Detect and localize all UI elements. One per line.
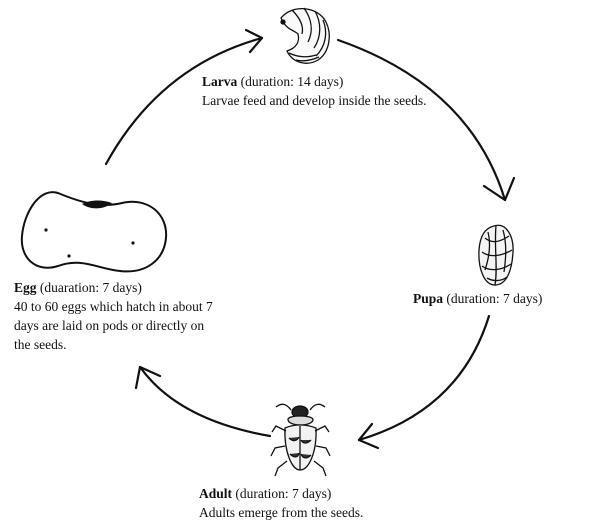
- egg-duration: (duaration: 7 days): [40, 280, 142, 295]
- adult-name: Adult: [199, 486, 232, 501]
- larva-illustration: [281, 8, 329, 63]
- adult-duration: (duration: 7 days): [235, 486, 331, 501]
- egg-description: 40 to 60 eggs which hatch in about 7 day…: [14, 299, 213, 352]
- pupa-duration: (duration: 7 days): [446, 291, 542, 306]
- adult-beetle-illustration: [271, 404, 330, 476]
- pupa-label: Pupa (duration: 7 days): [413, 289, 589, 308]
- arrow-pupa-to-adult: [359, 316, 489, 448]
- arrow-adult-to-egg: [136, 367, 270, 436]
- larva-duration: (duration: 14 days): [241, 74, 344, 89]
- egg-name: Egg: [14, 280, 37, 295]
- bean-egg-illustration: [22, 192, 166, 271]
- arrow-larva-to-pupa: [338, 40, 514, 200]
- pupa-illustration: [479, 225, 513, 285]
- adult-description: Adults emerge from the seeds.: [199, 505, 363, 520]
- pupa-name: Pupa: [413, 291, 443, 306]
- egg-label: Egg (duaration: 7 days) 40 to 60 eggs wh…: [14, 278, 214, 354]
- larva-name: Larva: [202, 74, 237, 89]
- larva-label: Larva (duration: 14 days) Larvae feed an…: [202, 72, 432, 110]
- adult-label: Adult (duration: 7 days) Adults emerge f…: [199, 484, 459, 522]
- larva-description: Larvae feed and develop inside the seeds…: [202, 93, 427, 108]
